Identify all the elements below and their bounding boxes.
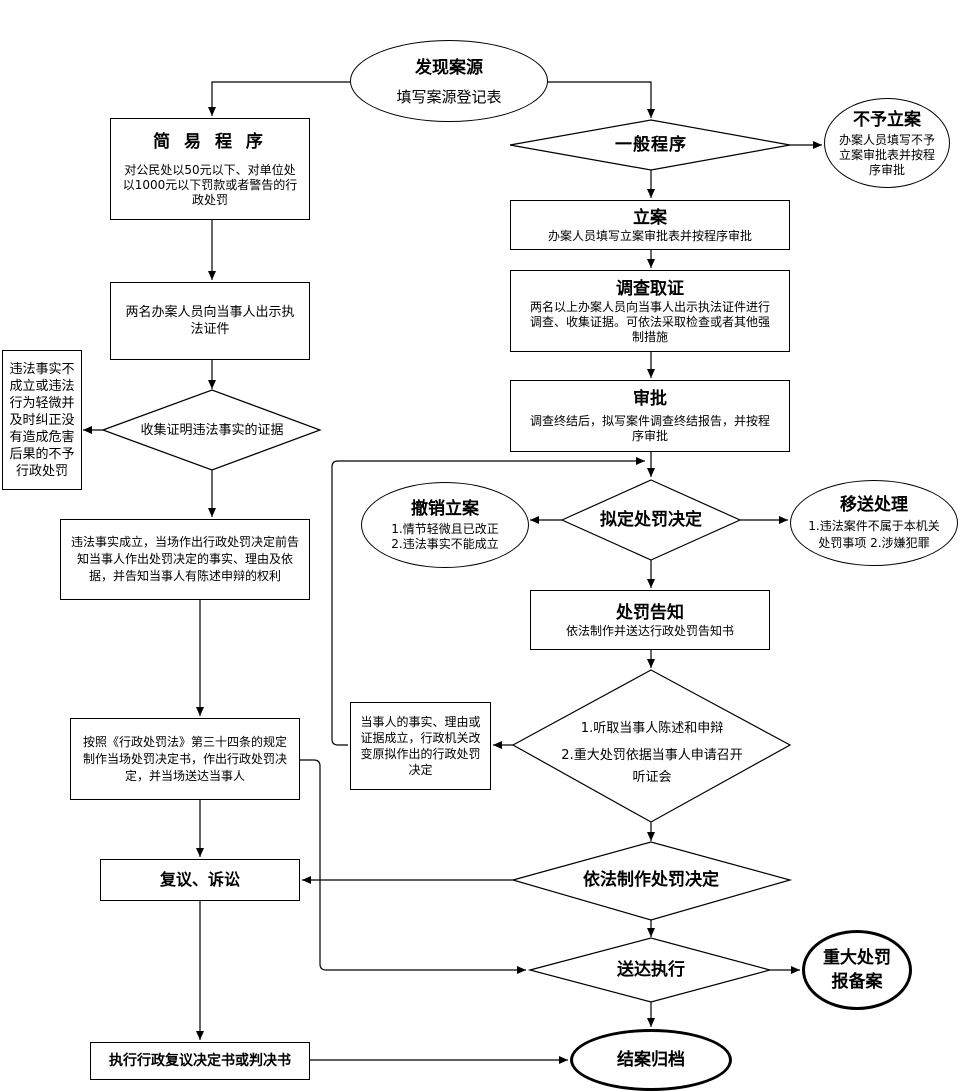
file-case-box: 立案 办案人员填写立案审批表并按程序审批 xyxy=(510,200,790,250)
close-archive-text: 结案归档 xyxy=(617,1050,685,1070)
arrow-start-to-general xyxy=(548,81,655,118)
hearing-line1: 1.听取当事人陈述和申辩 xyxy=(580,720,724,736)
onsite-decision-text: 按照《行政处罚法》第三十四条的规定制作当场处罚决定书，作出行政处罚决定，并当场送… xyxy=(82,734,287,783)
major-penalty-record-text: 重大处罚报备案 xyxy=(823,948,891,992)
approve-box: 审批 调查终结后，拟写案件调查终结报告，并按程序审批 xyxy=(510,380,790,452)
decide-text: 依法制作处罚决定 xyxy=(583,870,719,890)
execute-judgment-box: 执行行政复议决定书或判决书 xyxy=(90,1042,310,1080)
execute-judgment-text: 执行行政复议决定书或判决书 xyxy=(109,1053,291,1069)
change-decision-text: 当事人的事实、理由或证据成立，行政机关改变原拟作出的行政处罚决定 xyxy=(360,715,481,777)
review-litigation-text: 复议、诉讼 xyxy=(159,870,240,889)
deliver-diamond xyxy=(527,937,773,1003)
investigate-desc: 两名以上办案人员向当事人出示执法证件进行调查、收集证据。可依法采取检查或者其他强… xyxy=(529,299,770,344)
onsite-notify-text: 违法事实成立，当场作出行政处罚决定前告知当事人作出处罚决定的事实、理由及依据，并… xyxy=(70,535,299,583)
general-procedure-label: 一般程序 xyxy=(570,133,732,157)
show-credentials-text: 两名办案人员向当事人出示执法证件 xyxy=(125,305,295,337)
transfer-ellipse: 移送处理 1.违法案件不属于本机关处罚事项 2.涉嫌犯罪 xyxy=(790,480,958,566)
file-case-title: 立案 xyxy=(633,207,667,228)
change-decision-box: 当事人的事实、理由或证据成立，行政机关改变原拟作出的行政处罚决定 xyxy=(350,702,491,790)
decide-label: 依法制作处罚决定 xyxy=(550,868,752,892)
penalty-notice-title: 处罚告知 xyxy=(616,602,684,623)
propose-decision-label: 拟定处罚决定 xyxy=(580,508,722,532)
approve-desc: 调查终结后，拟写案件调查终结报告，并按程序审批 xyxy=(529,414,770,443)
no-penalty-text: 违法事实不成立或违法行为轻微并及时纠正没有造成危害后果的不予行政处罚 xyxy=(9,361,75,479)
start-ellipse: 发现案源 填写案源登记表 xyxy=(350,40,548,122)
start-title: 发现案源 xyxy=(415,57,483,78)
file-case-desc: 办案人员填写立案审批表并按程序审批 xyxy=(547,228,752,243)
penalty-notice-desc: 依法制作并送达行政处罚告知书 xyxy=(565,623,734,638)
revoke-case-line2: 2.违法事实不能成立 xyxy=(391,537,499,551)
deliver-text: 送达执行 xyxy=(617,960,685,980)
propose-decision-text: 拟定处罚决定 xyxy=(600,510,702,530)
arrow-start-to-simple xyxy=(208,81,350,116)
simple-title: 简 易 程 序 xyxy=(153,131,267,152)
transfer-desc: 1.违法案件不属于本机关处罚事项 2.涉嫌犯罪 xyxy=(808,519,940,550)
decide-diamond xyxy=(510,841,793,921)
major-penalty-record-ellipse: 重大处罚报备案 xyxy=(802,930,912,1010)
show-credentials-box: 两名办案人员向当事人出示执法证件 xyxy=(110,282,310,360)
collect-evidence-diamond xyxy=(101,389,322,471)
hearing-diamond xyxy=(511,669,792,823)
close-archive-ellipse: 结案归档 xyxy=(570,1029,732,1091)
not-filed-ellipse: 不予立案 办案人员填写不予立案审批表并按程序审批 xyxy=(824,98,950,188)
general-procedure-diamond xyxy=(509,119,791,171)
review-litigation-box: 复议、诉讼 xyxy=(100,859,300,901)
onsite-notify-box: 违法事实成立，当场作出行政处罚决定前告知当事人作出处罚决定的事实、理由及依据，并… xyxy=(60,519,310,600)
approve-title: 审批 xyxy=(633,389,667,409)
collect-evidence-text: 收集证明违法事实的证据 xyxy=(140,422,284,438)
collect-evidence-label: 收集证明违法事实的证据 xyxy=(125,418,299,442)
no-penalty-box: 违法事实不成立或违法行为轻微并及时纠正没有造成危害后果的不予行政处罚 xyxy=(2,350,82,490)
revoke-case-ellipse: 撤销立案 1.情节轻微且已改正 2.违法事实不能成立 xyxy=(361,482,529,568)
start-subtitle: 填写案源登记表 xyxy=(396,87,502,106)
not-filed-title: 不予立案 xyxy=(853,109,921,130)
propose-decision-diamond xyxy=(560,479,742,561)
penalty-notice-box: 处罚告知 依法制作并送达行政处罚告知书 xyxy=(530,590,770,650)
arrow-step3-to-deliver xyxy=(300,759,526,974)
onsite-decision-box: 按照《行政处罚法》第三十四条的规定制作当场处罚决定书，作出行政处罚决定，并当场送… xyxy=(70,718,300,800)
simple-procedure-box: 简 易 程 序 对公民处以50元以下、对单位处以1000元以下罚款或者警告的行政… xyxy=(110,118,310,220)
revoke-case-line1: 1.情节轻微且已改正 xyxy=(391,522,499,536)
general-procedure-text: 一般程序 xyxy=(615,135,687,155)
investigate-box: 调查取证 两名以上办案人员向当事人出示执法证件进行调查、收集证据。可依法采取检查… xyxy=(510,270,790,352)
deliver-label: 送达执行 xyxy=(580,958,722,982)
revoke-case-title: 撤销立案 xyxy=(411,499,479,519)
arrow-change-loop-to-propose xyxy=(331,457,645,746)
simple-desc: 对公民处以50元以下、对单位处以1000元以下罚款或者警告的行政处罚 xyxy=(122,162,298,207)
hearing-line2: 2.重大处罚依据当事人申请召开听证会 xyxy=(561,747,743,785)
transfer-title: 移送处理 xyxy=(840,495,908,515)
not-filed-desc: 办案人员填写不予立案审批表并按程序审批 xyxy=(838,132,935,177)
hearing-label: 1.听取当事人陈述和申辩 2.重大处罚依据当事人申请召开听证会 xyxy=(552,712,752,796)
investigate-title: 调查取证 xyxy=(616,278,684,299)
